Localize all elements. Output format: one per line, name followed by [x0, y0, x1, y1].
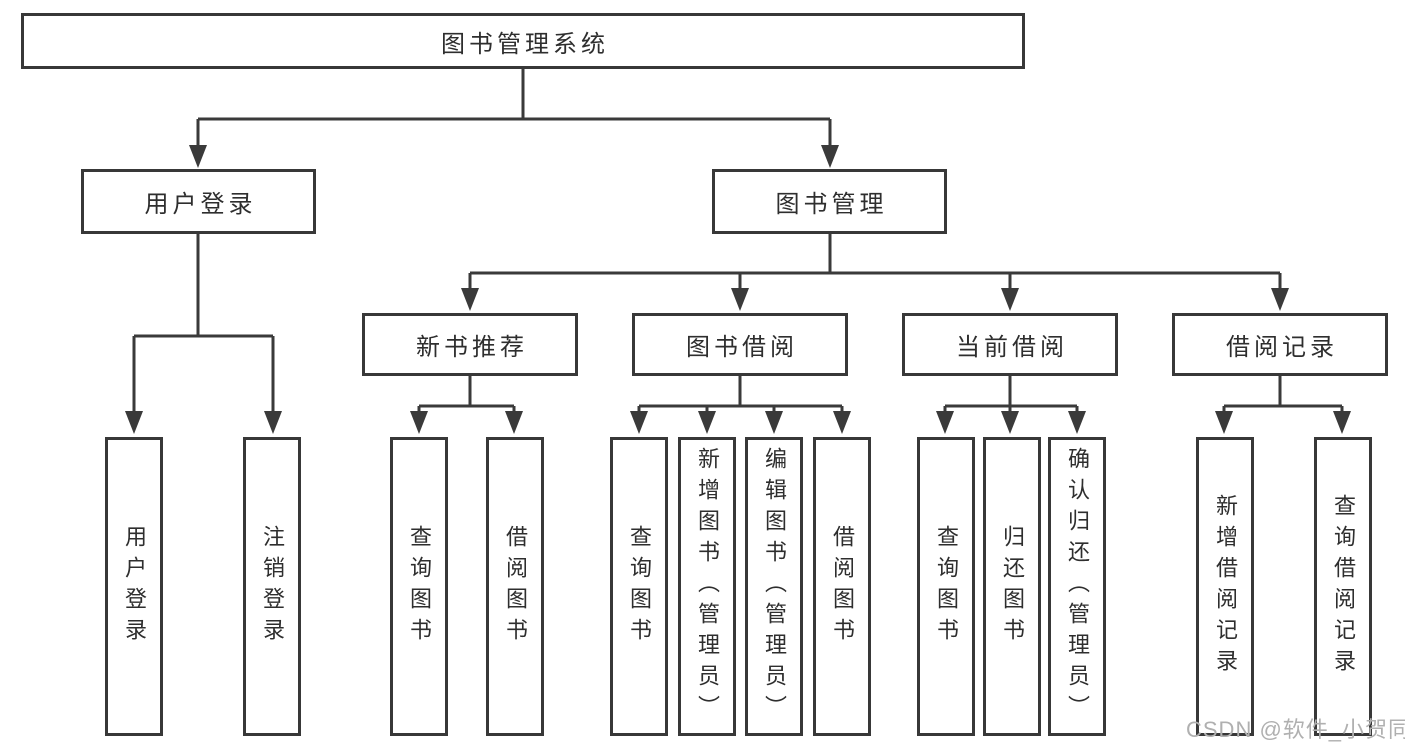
leaf-query-books-3-label: 查询图书 — [934, 524, 959, 649]
leaf-borrow-books-1-label: 借阅图书 — [503, 524, 528, 649]
node-current-borrow: 当前借阅 — [902, 313, 1118, 376]
leaf-add-borrow-record-label: 新增借阅记录 — [1213, 493, 1238, 680]
arrowhead-icons — [125, 145, 1351, 434]
node-user-login: 用户登录 — [81, 169, 316, 234]
leaf-add-books-admin: 新增图书（管理员） — [678, 437, 736, 736]
leaf-query-books-2-label: 查询图书 — [627, 524, 652, 649]
root-node-library-system: 图书管理系统 — [21, 13, 1025, 69]
leaf-query-books-1-label: 查询图书 — [407, 524, 432, 649]
leaf-borrow-books-2-label: 借阅图书 — [830, 524, 855, 649]
root-node-label: 图书管理系统 — [441, 30, 609, 58]
leaf-confirm-return-admin: 确认归还（管理员） — [1048, 437, 1106, 736]
leaf-user-login: 用户登录 — [105, 437, 163, 736]
leaf-return-books-label: 归还图书 — [1000, 524, 1025, 649]
node-book-management: 图书管理 — [712, 169, 947, 234]
leaf-edit-books-admin: 编辑图书（管理员） — [745, 437, 803, 736]
node-borrow-records-label: 借阅记录 — [1226, 334, 1338, 361]
csdn-watermark: CSDN @软件_小贺同学 — [1186, 717, 1405, 742]
leaf-query-borrow-record: 查询借阅记录 — [1314, 437, 1372, 736]
leaf-borrow-books-1: 借阅图书 — [486, 437, 544, 736]
leaf-borrow-books-2: 借阅图书 — [813, 437, 871, 736]
leaf-logout-label: 注销登录 — [260, 524, 285, 649]
leaf-confirm-return-admin-label: 确认归还（管理员） — [1065, 447, 1090, 726]
leaf-edit-books-admin-label: 编辑图书（管理员） — [762, 447, 787, 726]
node-current-borrow-label: 当前借阅 — [956, 334, 1068, 361]
node-book-management-label: 图书管理 — [775, 191, 888, 218]
leaf-add-books-admin-label: 新增图书（管理员） — [695, 447, 720, 726]
leaf-query-borrow-record-label: 查询借阅记录 — [1331, 493, 1356, 680]
node-borrow-records: 借阅记录 — [1172, 313, 1388, 376]
node-user-login-label: 用户登录 — [144, 191, 257, 218]
node-new-book-recommend: 新书推荐 — [362, 313, 578, 376]
leaf-return-books: 归还图书 — [983, 437, 1041, 736]
node-book-borrow: 图书借阅 — [632, 313, 848, 376]
leaf-query-books-1: 查询图书 — [390, 437, 448, 736]
leaf-user-login-label: 用户登录 — [122, 524, 147, 649]
leaf-query-books-3: 查询图书 — [917, 437, 975, 736]
node-book-borrow-label: 图书借阅 — [686, 334, 798, 361]
leaf-add-borrow-record: 新增借阅记录 — [1196, 437, 1254, 736]
node-new-book-recommend-label: 新书推荐 — [416, 334, 528, 361]
leaf-query-books-2: 查询图书 — [610, 437, 668, 736]
leaf-logout: 注销登录 — [243, 437, 301, 736]
